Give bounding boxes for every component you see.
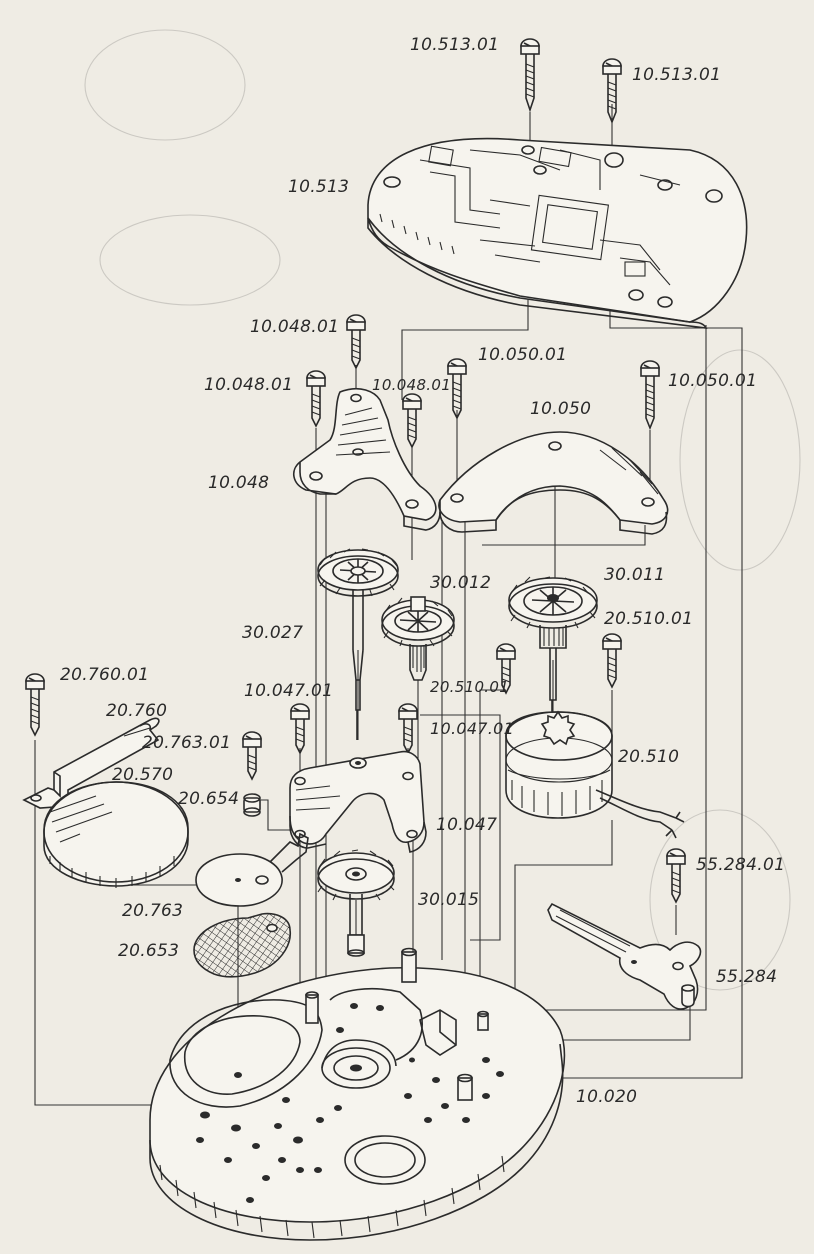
label-20-510-01-mid: 20.510.01 — [430, 678, 509, 696]
screw-10-513-01-b — [602, 58, 622, 125]
label-20-760: 20.760 — [106, 701, 167, 721]
background-shapes — [84, 29, 801, 991]
strap-20-760 — [22, 717, 160, 809]
screw-10-050-01-left — [447, 358, 467, 420]
wheel-30-012 — [381, 596, 455, 681]
label-10-048: 10.048 — [208, 473, 269, 493]
bridge-10-047 — [289, 750, 427, 853]
pillars — [305, 947, 489, 1101]
label-20-763: 20.763 — [122, 901, 183, 921]
screw-10-050-01-right — [640, 360, 660, 431]
screw-10-048-01-mid — [402, 393, 422, 449]
label-10-047-01-left: 10.047.01 — [244, 681, 333, 701]
contact-20-763 — [195, 832, 309, 907]
wheel-30-015 — [317, 849, 395, 957]
screw-20-763-01 — [242, 731, 262, 781]
motor-20-510 — [505, 710, 685, 839]
label-20-570: 20.570 — [112, 765, 173, 785]
plate-holes — [196, 1003, 504, 1203]
battery-20-570 — [43, 781, 189, 888]
label-55-284: 55.284 — [716, 967, 777, 987]
insulator-20-654 — [243, 793, 261, 817]
label-10-513: 10.513 — [288, 177, 349, 197]
label-10-047: 10.047 — [436, 815, 497, 835]
label-30-027: 30.027 — [242, 623, 303, 643]
label-55-284-01: 55.284.01 — [696, 855, 785, 875]
label-10-048-01-mid: 10.048.01 — [372, 376, 451, 394]
screw-20-510-01-b — [602, 633, 622, 689]
circuit-bridge-10-513 — [367, 137, 748, 329]
bridge-10-050 — [438, 431, 669, 535]
screw-10-048-01-left — [306, 370, 326, 428]
label-10-050-01-top: 10.050.01 — [478, 345, 567, 365]
bridge-10-048 — [293, 387, 441, 531]
screw-10-047-01-right — [398, 703, 418, 755]
label-10-513-01-b: 10.513.01 — [632, 65, 721, 85]
label-10-020: 10.020 — [576, 1087, 637, 1107]
label-20-653: 20.653 — [118, 941, 179, 961]
screw-10-513-01-a — [520, 38, 540, 113]
lever-55-284 — [547, 902, 702, 1010]
label-10-048-01-left: 10.048.01 — [204, 375, 293, 395]
screws — [25, 38, 686, 904]
screw-10-047-01-left — [290, 703, 310, 755]
label-30-011: 30.011 — [604, 565, 665, 585]
label-30-015: 30.015 — [418, 890, 479, 910]
wheel-30-027 — [317, 548, 399, 740]
part-labels: 10.513.01 10.513.01 10.513 10.048.01 10.… — [60, 35, 785, 1107]
screw-20-760-01 — [25, 673, 45, 737]
label-10-050-01-right: 10.050.01 — [668, 371, 757, 391]
label-10-047-01-right: 10.047.01 — [430, 719, 514, 738]
screw-10-048-01-top — [346, 314, 366, 370]
label-10-050: 10.050 — [530, 399, 591, 419]
label-20-654: 20.654 — [178, 789, 239, 809]
label-10-513-01-a: 10.513.01 — [410, 35, 499, 55]
label-10-048-01-top: 10.048.01 — [250, 317, 339, 337]
label-20-510: 20.510 — [618, 747, 679, 767]
disc-20-653 — [193, 912, 292, 978]
screw-55-284-01 — [666, 848, 686, 904]
label-20-763-01: 20.763.01 — [142, 733, 231, 753]
label-30-012: 30.012 — [430, 573, 491, 593]
label-20-510-01-right: 20.510.01 — [604, 609, 693, 629]
label-20-760-01: 20.760.01 — [60, 665, 149, 685]
main-plate-10-020 — [149, 947, 566, 1241]
screw-20-510-01-a — [496, 643, 516, 695]
